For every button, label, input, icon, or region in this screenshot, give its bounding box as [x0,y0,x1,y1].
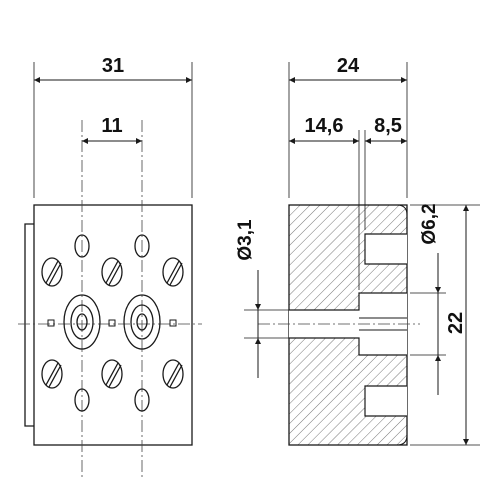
front-body-outline [33,204,193,446]
dim-depth-total: 24 [289,55,407,83]
screw-terminal [101,257,123,287]
screw-terminal [162,359,184,389]
front-view [18,62,202,480]
dim-depth-rear-label: 8,5 [374,115,402,137]
dim-depth-rear: 8,5 [365,115,407,144]
front-hole [74,234,90,258]
screw-terminal [41,257,63,287]
dim-width-total-label: 31 [102,55,124,77]
front-hole [134,234,150,258]
dim-width-total: 31 [34,55,192,83]
front-hole [134,388,150,412]
coding-mark [169,319,177,327]
coding-mark [108,319,116,327]
screw-terminal [41,359,63,389]
contact-socket [123,294,161,350]
section-view [258,204,420,446]
dim-bore-diameter-label: Ø6,2 [419,203,440,244]
contact-socket [63,294,101,350]
section-lower-pocket [365,386,407,416]
front-extension-lines [33,62,193,198]
dim-pin-spacing: 11 [82,115,142,144]
dim-depth-front: 14,6 [289,115,359,144]
screw-terminal [101,359,123,389]
dim-hole-diameter-label: Ø3,1 [235,219,256,261]
front-side-flange [24,223,34,427]
front-hole [74,388,90,412]
section-upper-pocket [365,234,407,264]
dim-height-label: 22 [445,312,467,334]
screw-terminal [162,257,184,287]
front-center-lines [18,120,202,480]
dim-depth-total-label: 24 [337,55,360,77]
dim-pin-spacing-label: 11 [101,115,122,137]
section-extension-lines [244,62,480,446]
coding-mark [47,319,55,327]
dim-depth-front-label: 14,6 [305,115,344,137]
